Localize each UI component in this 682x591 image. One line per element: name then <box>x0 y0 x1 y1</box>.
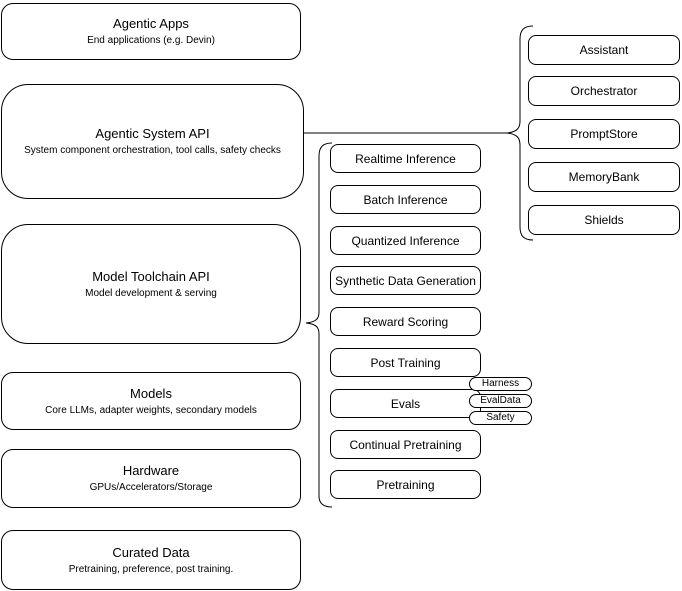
node-title: Models <box>130 385 172 401</box>
node-title: Curated Data <box>112 544 190 560</box>
node-subtitle: Model development & serving <box>85 287 217 299</box>
node-memorybank: MemoryBank <box>528 162 680 192</box>
node-subtitle: End applications (e.g. Devin) <box>87 35 215 46</box>
node-subtitle: Core LLMs, adapter weights, secondary mo… <box>45 404 257 416</box>
node-subtitle: GPUs/Accelerators/Storage <box>89 482 213 493</box>
node-realtime-inference: Realtime Inference <box>330 144 481 173</box>
node-models: Models Core LLMs, adapter weights, secon… <box>1 372 301 430</box>
node-subtitle: Pretraining, preference, post training. <box>68 563 234 575</box>
node-synthetic-data-generation: Synthetic Data Generation <box>330 266 481 295</box>
node-assistant: Assistant <box>528 35 680 65</box>
node-title: Agentic System API <box>95 126 210 141</box>
node-title: Hardware <box>122 463 180 478</box>
system-components-brace <box>506 25 534 241</box>
node-curated-data: Curated Data Pretraining, preference, po… <box>1 530 301 590</box>
node-subtitle: System component orchestration, tool cal… <box>24 145 281 156</box>
node-title: Agentic Apps <box>113 16 189 31</box>
node-batch-inference: Batch Inference <box>330 185 481 214</box>
node-model-toolchain-api: Model Toolchain API Model development & … <box>1 224 301 344</box>
node-agentic-system-api: Agentic System API System component orch… <box>1 84 304 199</box>
node-agentic-apps: Agentic Apps End applications (e.g. Devi… <box>1 3 301 60</box>
tag-evaldata: EvalData <box>469 394 532 408</box>
node-continual-pretraining: Continual Pretraining <box>330 430 481 459</box>
node-hardware: Hardware GPUs/Accelerators/Storage <box>1 449 301 508</box>
node-evals: Evals <box>330 389 481 418</box>
tag-harness: Harness <box>469 377 532 391</box>
node-promptstore: PromptStore <box>528 119 680 149</box>
node-orchestrator: Orchestrator <box>528 76 680 106</box>
tag-safety: Safety <box>469 411 532 425</box>
node-reward-scoring: Reward Scoring <box>330 307 481 336</box>
node-title: Model Toolchain API <box>92 268 210 284</box>
toolchain-group-brace <box>305 142 333 508</box>
node-quantized-inference: Quantized Inference <box>330 226 481 255</box>
node-shields: Shields <box>528 205 680 235</box>
node-post-training: Post Training <box>330 348 481 377</box>
node-pretraining: Pretraining <box>330 470 481 499</box>
